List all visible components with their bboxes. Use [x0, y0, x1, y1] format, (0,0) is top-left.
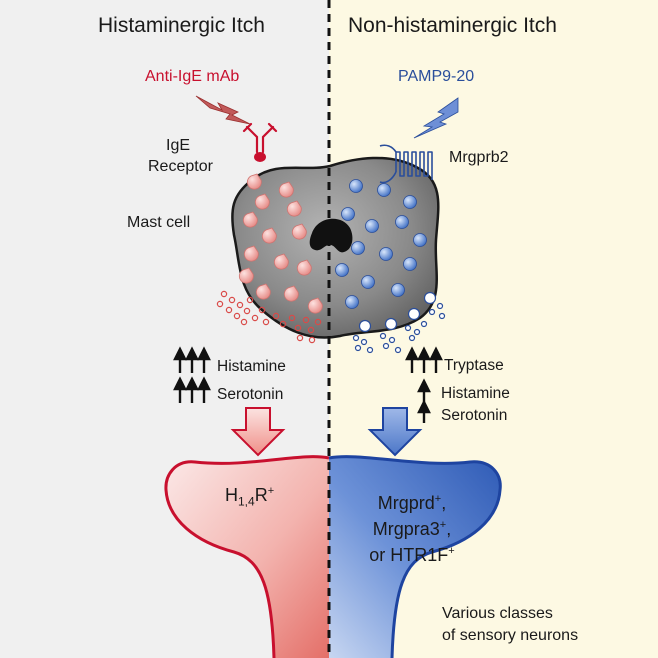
caption-line1: Various classes — [442, 605, 553, 622]
mrgprd-label: Mrgprd — [377, 493, 435, 513]
mast-cell-label: Mast cell — [127, 214, 191, 231]
right-mediator-arrows — [405, 346, 443, 423]
left-mediator-serotonin: Serotonin — [217, 386, 284, 403]
nucleus-icon — [309, 218, 353, 253]
caption-line2: of sensory neurons — [442, 627, 579, 644]
right-mediator-tryptase: Tryptase — [444, 357, 504, 374]
left-flow-arrow — [230, 407, 286, 457]
lightning-bolt-right-icon — [413, 97, 459, 139]
right-mediator-serotonin: Serotonin — [441, 407, 508, 424]
left-mediator-arrows — [173, 346, 211, 403]
blue-released-granules — [352, 291, 446, 354]
left-title: Histaminergic Itch — [98, 14, 265, 37]
ige-receptor-label-line1: IgE — [166, 137, 191, 154]
blue-granules — [335, 179, 427, 309]
right-flow-arrow — [367, 407, 423, 457]
right-mediator-histamine: Histamine — [441, 385, 510, 402]
h14r-sub: 1,4 — [238, 494, 255, 509]
left-mediator-histamine: Histamine — [217, 358, 286, 375]
right-neuron-terminal — [329, 456, 501, 658]
red-released-granules — [216, 290, 322, 344]
htr1f-label: or HTR1F — [369, 545, 449, 565]
ige-receptor — [254, 152, 266, 162]
lightning-bolt-left-icon — [195, 95, 251, 125]
h14r-sup: + — [267, 485, 275, 497]
gpcr-receptor-icon — [379, 144, 433, 184]
left-stimulus-label: Anti-IgE mAb — [145, 68, 240, 85]
h14r-label: H1,4R+ — [225, 486, 274, 508]
red-granules — [239, 173, 323, 314]
right-neuron-receptors: Mrgprd+, Mrgpra3+, or HTR1F+ — [369, 493, 455, 565]
right-stimulus-label: PAMP9-20 — [398, 68, 475, 85]
h14r-base: H — [225, 485, 238, 505]
h14r-main: R — [254, 485, 268, 505]
right-title: Non-histaminergic Itch — [348, 14, 557, 37]
ige-receptor-label-line2: Receptor — [148, 158, 213, 175]
mrgprb2-label: Mrgprb2 — [449, 149, 509, 166]
mrgpra3-label: Mrgpra3 — [372, 519, 440, 539]
antibody-icon — [242, 122, 278, 154]
